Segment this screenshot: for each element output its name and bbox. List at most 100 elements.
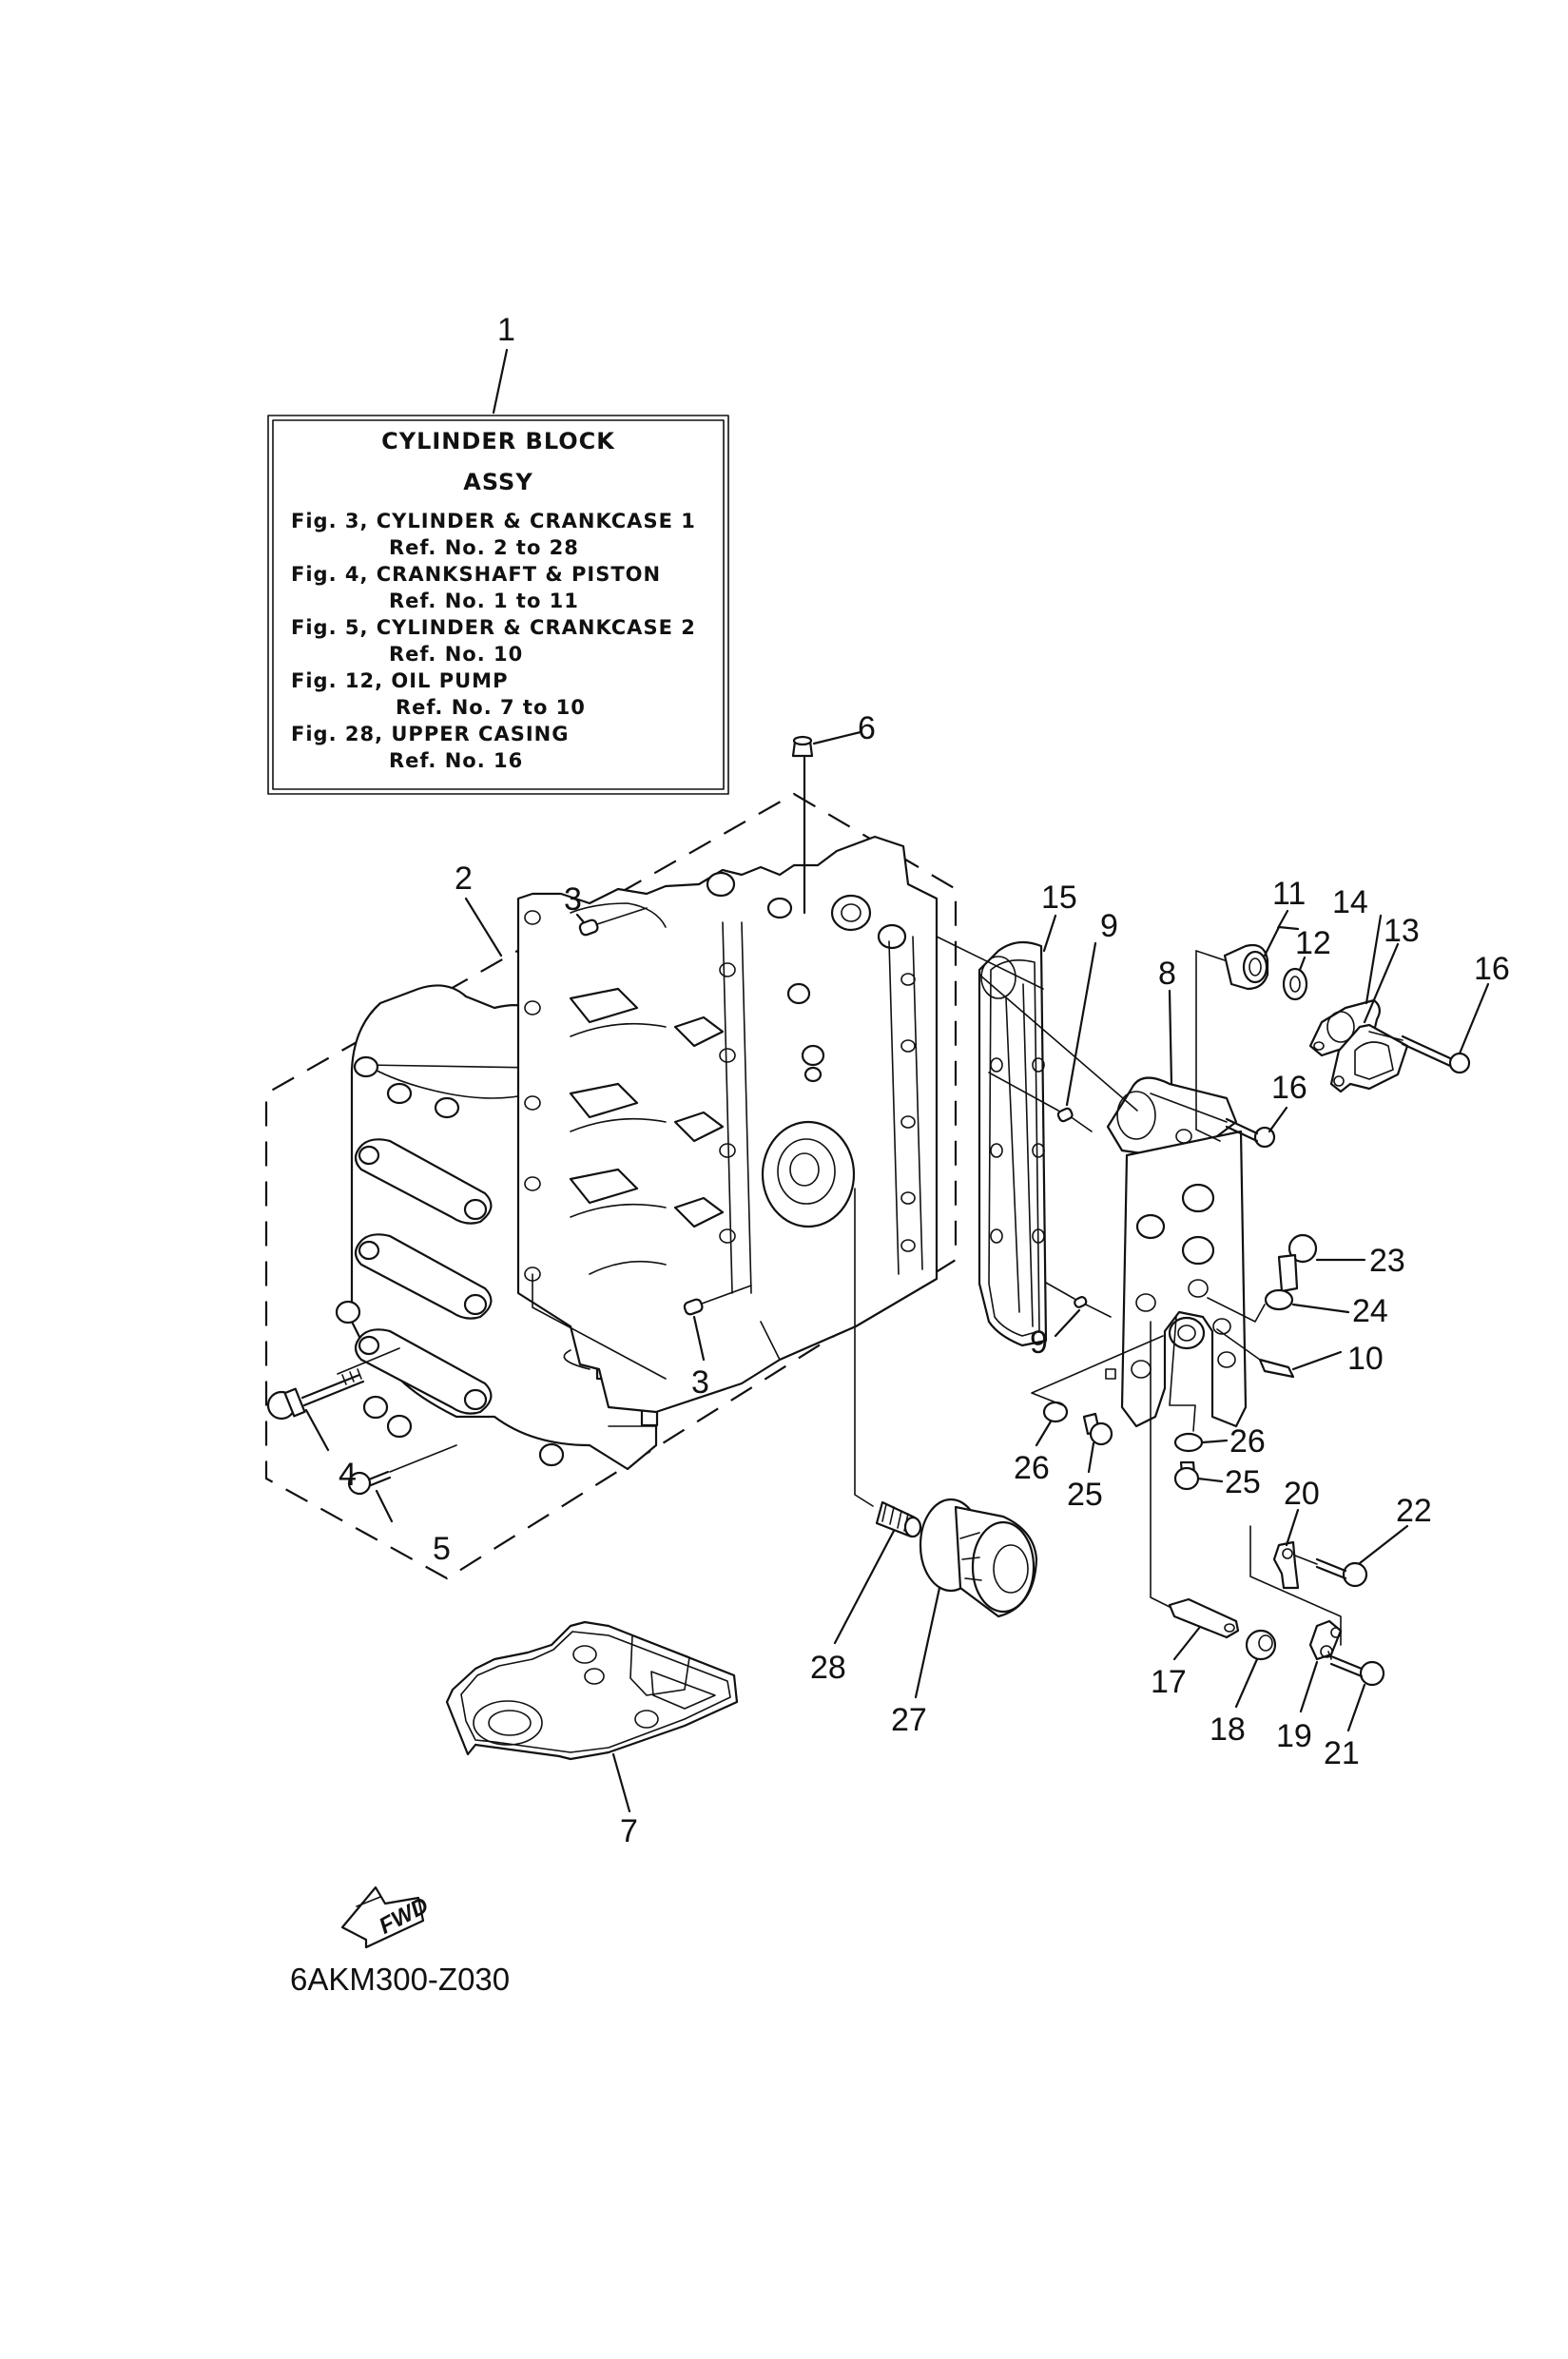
- leader-line-22: [1358, 1524, 1409, 1565]
- assembly-line-11: [1195, 950, 1221, 1142]
- leader-line-8: [1168, 989, 1173, 1086]
- filter-union-28-part: [875, 1500, 922, 1538]
- bolt-long-part: [266, 1347, 400, 1421]
- leader-line-25a: [1087, 1441, 1095, 1474]
- leader-line-16b: [1268, 1106, 1288, 1133]
- dowel-pin-upper-part: [578, 907, 648, 937]
- dowel-pin-9-upper-part: [988, 1072, 1093, 1132]
- reference-figure: Fig. 3, CYLINDER & CRANKCASE 1: [291, 510, 696, 532]
- callout-1: 1: [497, 312, 515, 348]
- leader-line-16a: [1458, 982, 1490, 1055]
- reference-number: Ref. No. 16: [389, 749, 523, 772]
- fitting-10-part: [1216, 1328, 1295, 1379]
- leader-line-3a: [575, 913, 586, 924]
- callout-labels: 1 2 3 3 4 5 6 7 8 9 9 10 11 12 13 14 15 …: [339, 312, 1510, 1849]
- cylinder-block-group-outline: [264, 792, 958, 1580]
- reference-figure: Fig. 28, UPPER CASING: [291, 723, 569, 745]
- leader-line-28: [833, 1529, 896, 1645]
- leader-line-25b: [1196, 1477, 1224, 1483]
- leader-line-12: [1298, 956, 1307, 972]
- callout-21: 21: [1324, 1735, 1360, 1771]
- callout-11: 11: [1272, 876, 1306, 912]
- leader-line-13: [1363, 942, 1400, 1024]
- assembly-line-19-20: [1249, 1525, 1342, 1646]
- callout-24: 24: [1352, 1293, 1388, 1329]
- info-box-title: CYLINDER BLOCK: [381, 428, 615, 454]
- callout-23: 23: [1369, 1243, 1405, 1279]
- gasket-bottom-part: [445, 1620, 739, 1761]
- leader-line-20: [1285, 1508, 1300, 1547]
- forward-direction-arrow-icon: FWD: [340, 1885, 433, 1949]
- callout-5: 5: [433, 1531, 451, 1567]
- thermostat-cover-part: [1329, 1023, 1409, 1093]
- callout-6: 6: [858, 710, 876, 746]
- assembly-line-8: [978, 974, 1138, 1112]
- callout-20: 20: [1284, 1476, 1320, 1512]
- callout-4: 4: [339, 1457, 357, 1493]
- bracket-19-part: [1308, 1619, 1343, 1661]
- assembly-line-11b: [1195, 950, 1226, 961]
- drain-plug-25-right-part: [1173, 1460, 1200, 1491]
- bolt-21-part: [1327, 1651, 1385, 1687]
- bolt-22-part: [1294, 1555, 1368, 1588]
- clamp-20-part: [1272, 1540, 1300, 1590]
- callout-9-lower: 9: [1030, 1325, 1048, 1361]
- dowel-pin-9-lower-part: [1045, 1282, 1112, 1318]
- callout-25-left: 25: [1067, 1477, 1103, 1513]
- callout-9-upper: 9: [1100, 908, 1118, 944]
- callout-8: 8: [1158, 956, 1176, 992]
- washer-26-right-part: [1173, 1432, 1204, 1453]
- thermostat-part: [1223, 943, 1269, 991]
- assembly-line-26a: [1031, 1335, 1164, 1406]
- leader-line-18: [1234, 1657, 1259, 1709]
- plug-top-part: [791, 735, 814, 915]
- reference-figure: Fig. 4, CRANKSHAFT & PISTON: [291, 563, 661, 586]
- callout-17: 17: [1151, 1664, 1187, 1700]
- assembly-line-28: [854, 1188, 874, 1507]
- callout-18: 18: [1210, 1711, 1246, 1748]
- info-box-outer-border: [267, 415, 729, 795]
- leader-line-17: [1172, 1625, 1202, 1661]
- callout-12: 12: [1295, 925, 1331, 961]
- callout-28: 28: [810, 1650, 846, 1686]
- plug-23-part: [1277, 1233, 1318, 1293]
- reference-figure: Fig. 5, CYLINDER & CRANKCASE 2: [291, 616, 696, 639]
- thermostat-seal-part: [1282, 967, 1308, 1001]
- callout-25-right: 25: [1225, 1464, 1261, 1500]
- assembly-line-24: [1207, 1297, 1266, 1323]
- grommet-18-part: [1245, 1629, 1277, 1661]
- oil-filter-27-part: [919, 1498, 1038, 1618]
- leader-line-15: [1042, 914, 1057, 953]
- crankcase-block-part: [516, 835, 939, 1414]
- callout-26-left: 26: [1014, 1450, 1050, 1486]
- leader-line-27: [914, 1586, 941, 1699]
- leader-line-24: [1291, 1303, 1350, 1314]
- exhaust-cover-gasket-part: [978, 940, 1048, 1347]
- bolt-short-part: [347, 1444, 457, 1496]
- callout-15: 15: [1041, 880, 1077, 916]
- leader-line-7: [611, 1752, 631, 1813]
- assembly-line-15: [936, 936, 1044, 990]
- leader-line-11-top: [1276, 909, 1289, 930]
- leader-line-26a: [1035, 1420, 1053, 1447]
- reference-figure: Fig. 12, OIL PUMP: [291, 669, 508, 692]
- leader-line-1: [492, 348, 509, 415]
- callout-7: 7: [620, 1813, 638, 1849]
- callout-16-upper: 16: [1474, 951, 1510, 987]
- leader-line-9a: [1065, 941, 1097, 1107]
- leader-line-21: [1346, 1683, 1366, 1732]
- drain-plug-25-left-part: [1082, 1412, 1113, 1446]
- callout-19: 19: [1276, 1718, 1312, 1754]
- figure-code: 6AKM300-Z030: [290, 1962, 510, 1997]
- reference-number: Ref. No. 1 to 11: [389, 590, 579, 612]
- exhaust-cover-part: [1105, 1076, 1248, 1428]
- leader-line-4: [304, 1408, 330, 1452]
- leader-line-11: [1263, 925, 1300, 957]
- leader-line-5: [375, 1489, 394, 1523]
- callout-16-lower: 16: [1271, 1070, 1307, 1106]
- callout-3-upper: 3: [564, 881, 582, 918]
- info-box-subtitle: ASSY: [463, 469, 532, 495]
- info-box-inner-border: [272, 419, 725, 790]
- callout-14: 14: [1332, 884, 1368, 920]
